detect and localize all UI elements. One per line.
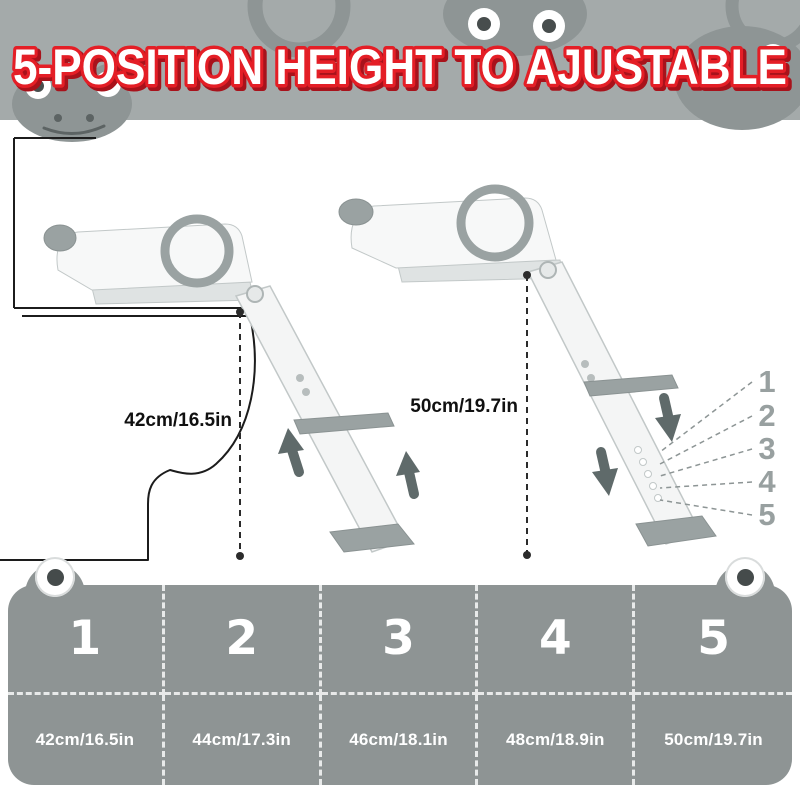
frog-face-left-icon	[12, 64, 132, 142]
rail-screw	[296, 374, 304, 382]
height-diagram: 42cm/16.5in	[0, 137, 776, 561]
seat-backrest	[338, 198, 374, 226]
seat-handle-ring	[456, 184, 534, 262]
arrow-down-icon	[592, 447, 618, 496]
rail-screw	[302, 388, 310, 396]
ladder-rail	[526, 261, 702, 545]
position-number-2: 2	[164, 585, 322, 695]
position-marker-1: 1	[758, 364, 775, 399]
adjustment-holes	[634, 446, 662, 502]
screw-core	[46, 568, 64, 586]
screw-icon	[725, 557, 765, 597]
rail-screw	[581, 360, 589, 368]
position-number-4: 4	[478, 585, 636, 695]
arrow-up-icon	[278, 428, 304, 477]
arrow-down-icon	[655, 393, 681, 442]
position-number-5: 5	[635, 585, 792, 695]
hinge-knob	[246, 285, 264, 303]
header-banner: 5-POSITION HEIGHT TO AJUSTABLE 5-POSITIO…	[0, 0, 800, 142]
screw-core	[736, 568, 754, 586]
page-title: 5-POSITION HEIGHT TO AJUSTABLE	[13, 39, 787, 95]
ladder-foot	[635, 515, 717, 547]
rail-screw	[587, 374, 595, 382]
toilet-outline	[0, 137, 258, 561]
position-height-2: 44cm/17.3in	[165, 695, 322, 785]
hinge-knob	[539, 261, 557, 279]
height-label-right: 50cm/19.7in	[410, 396, 518, 417]
ladder-step	[583, 374, 679, 397]
position-height-3: 46cm/18.1in	[322, 695, 479, 785]
seat-handle-ring	[160, 214, 234, 288]
position-height-1: 42cm/16.5in	[8, 695, 165, 785]
ladder-step	[293, 412, 395, 435]
position-marker-5: 5	[758, 497, 775, 532]
page-title-shadow: 5-POSITION HEIGHT TO AJUSTABLE	[16, 42, 790, 98]
height-measure-line-right	[523, 271, 531, 559]
frog-face-top-middle-icon	[443, 0, 587, 56]
position-number-3: 3	[321, 585, 479, 695]
frog-ring-top-center-icon	[247, 0, 351, 58]
spec-grid: 1 2 3 4 5 42cm/16.5in 44cm/17.3in 46cm/1…	[8, 585, 792, 785]
position-height-4: 48cm/18.9in	[478, 695, 636, 785]
position-marker-2: 2	[758, 398, 775, 433]
position-number-1: 1	[8, 585, 165, 695]
height-measure-line-left	[236, 308, 244, 560]
frog-face-right-icon	[674, 0, 800, 130]
ladder-foot	[329, 523, 415, 553]
position-height-5: 50cm/19.7in	[664, 730, 763, 749]
height-label-left: 42cm/16.5in	[124, 410, 232, 431]
position-marker-4: 4	[758, 464, 776, 499]
ladder-seat-right-unit: 50cm/19.7in	[338, 184, 717, 559]
arrow-up-icon	[396, 451, 420, 499]
position-marker-3: 3	[758, 431, 775, 466]
ladder-seat-left-unit: 42cm/16.5in	[43, 214, 420, 560]
screw-icon	[35, 557, 75, 597]
seat-backrest	[43, 224, 77, 252]
banner-art: 5-POSITION HEIGHT TO AJUSTABLE 5-POSITIO…	[0, 0, 800, 142]
banner-background	[0, 0, 800, 120]
height-spec-table: 1 2 3 4 5 42cm/16.5in 44cm/17.3in 46cm/1…	[8, 585, 792, 785]
position-marker-leaders	[659, 381, 753, 516]
